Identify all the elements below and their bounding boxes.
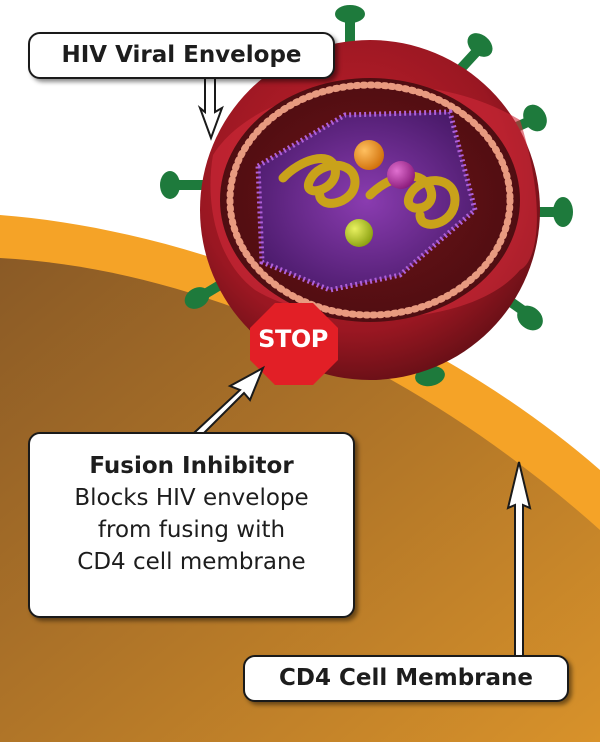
arrow-fusion (193, 365, 265, 438)
spike-icon (184, 280, 223, 309)
stop-sign-icon (250, 303, 338, 385)
stop-sign-label: STOP (258, 325, 328, 353)
fusion-inhibitor-label: Fusion Inhibitor Blocks HIV envelope fro… (28, 432, 355, 618)
spike-icon (505, 295, 543, 331)
protein-green (345, 219, 373, 247)
fusion-inhibitor-line: from fusing with (97, 517, 286, 543)
cd4-membrane-label: CD4 Cell Membrane (243, 655, 569, 702)
protein-purple (387, 161, 415, 189)
fusion-inhibitor-title: Fusion Inhibitor (89, 453, 294, 479)
fusion-inhibitor-line: Blocks HIV envelope (74, 485, 309, 511)
protein-orange (354, 140, 384, 170)
viral-envelope-label: HIV Viral Envelope (28, 32, 335, 79)
spike-icon (535, 197, 573, 227)
rna-strands (278, 154, 460, 229)
arrow-envelope (197, 77, 224, 141)
arrow-cd4 (506, 461, 532, 657)
fusion-inhibitor-line: CD4 cell membrane (77, 549, 306, 575)
lipid-beads (226, 81, 514, 319)
spike-icon (160, 171, 205, 199)
